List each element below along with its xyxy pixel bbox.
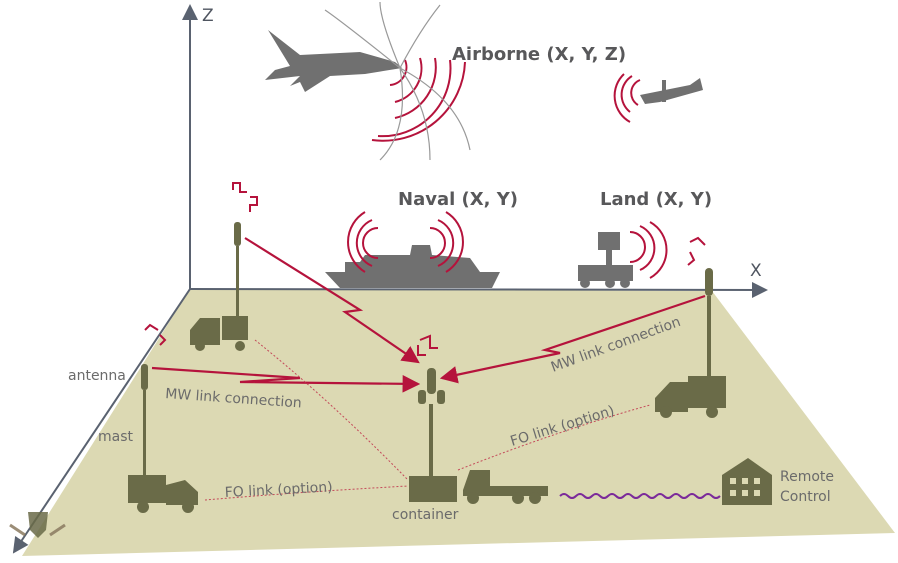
container-mast-center (409, 368, 457, 502)
remote-control-label-1: Remote (780, 469, 834, 485)
airborne-label: Airborne (X, Y, Z) (452, 44, 626, 65)
mast-label: mast (98, 429, 134, 445)
mast-truck-right (655, 268, 726, 418)
radar-arcs-naval (347, 211, 464, 273)
ground-plane (22, 289, 895, 556)
small-aircraft-icon (640, 78, 703, 104)
mw-arrow-right (439, 294, 706, 384)
x-axis (189, 281, 768, 298)
watermark-logo (9, 512, 66, 538)
building-icon (722, 458, 772, 505)
mw-arrow-top (244, 237, 420, 364)
radar-arcs-land (629, 221, 668, 279)
radar-arcs-airborne (371, 57, 466, 142)
mast-truck-left (128, 364, 198, 513)
fo-link-top (254, 339, 409, 481)
fighter-jet-icon (265, 30, 402, 92)
remote-link (559, 493, 721, 499)
radar-beams-airborne (324, 1, 471, 161)
container-label: container (392, 507, 459, 523)
y-axis (12, 288, 191, 554)
ship-icon (325, 245, 500, 288)
remote-control-label-2: Control (780, 489, 831, 505)
fo-link-label-left: FO link (option) (224, 479, 333, 501)
fo-link-right (457, 404, 651, 471)
mast-truck-top-left (190, 222, 248, 351)
tractor-truck-icon (463, 470, 548, 504)
antenna (141, 364, 148, 390)
fo-link-left (204, 485, 409, 501)
z-axis-label: Z (202, 6, 214, 26)
naval-label: Naval (X, Y) (398, 189, 518, 210)
land-label: Land (X, Y) (600, 189, 712, 210)
mw-arrow-left (151, 366, 421, 393)
radar-truck-icon (578, 232, 633, 288)
antenna-label: antenna (68, 368, 126, 384)
x-axis-label: X (750, 261, 762, 281)
radar-arcs-small (613, 73, 641, 123)
